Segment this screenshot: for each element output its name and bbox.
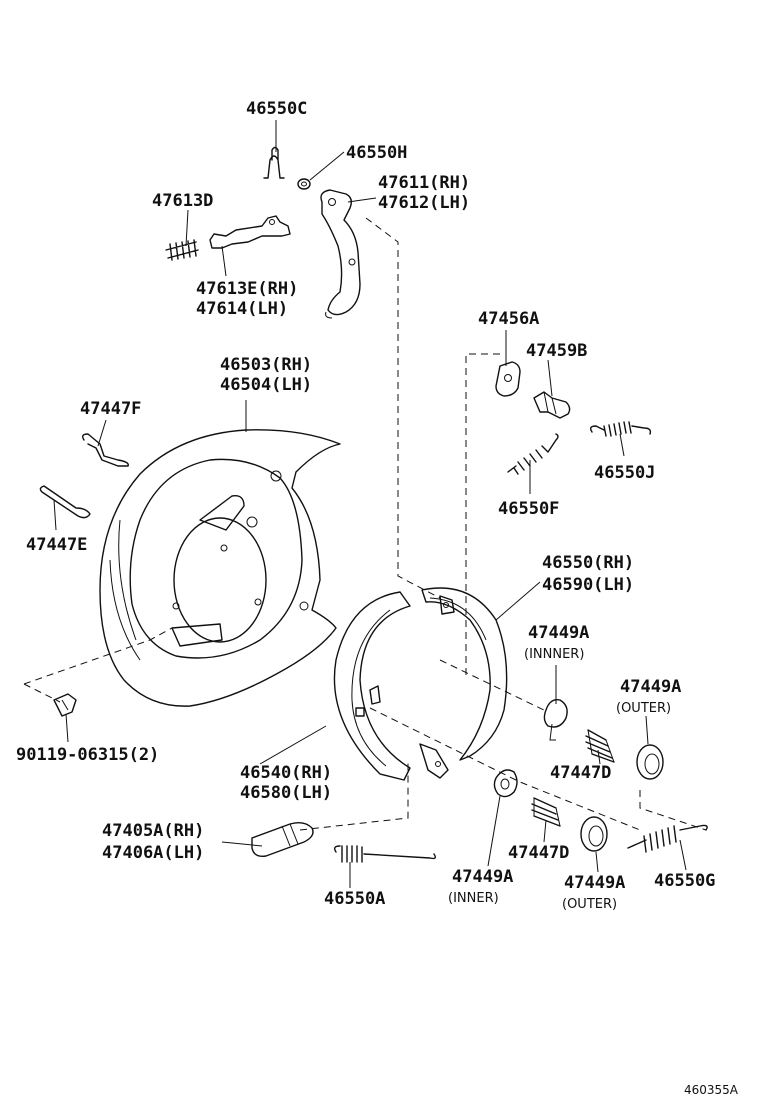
label-47613D: 47613D [152, 191, 213, 211]
part-46550J-spring [589, 421, 652, 437]
label-46590: 46590(LH) [542, 575, 634, 595]
label-46540: 46540(RH) [240, 763, 332, 783]
part-47447D-spring-upper [585, 729, 615, 763]
label-47449A-inner-1-sub: (INNNER) [524, 647, 584, 662]
part-47449A-inner-cup-upper [543, 699, 568, 741]
label-46550: 46550(RH) [542, 553, 634, 573]
part-46550A-spring [333, 845, 437, 863]
part-47456A-plate [495, 361, 521, 397]
dashed-assembly-lines [23, 217, 707, 831]
part-46550F-spring [507, 433, 559, 475]
label-47447E: 47447E [26, 535, 87, 555]
label-47611: 47611(RH) [378, 173, 470, 193]
label-47449A-outer-1-sub: (OUTER) [616, 701, 671, 716]
label-47449A-outer-2-sub: (OUTER) [562, 897, 617, 912]
label-47456A: 47456A [478, 309, 539, 329]
label-47449A-outer-1: 47449A [620, 677, 681, 697]
label-47447D-2: 47447D [508, 843, 569, 863]
part-46550-brake-shoe [421, 587, 508, 761]
label-47614: 47614(LH) [196, 299, 288, 319]
part-47449A-outer-ring-lower [580, 816, 608, 852]
label-47405A: 47405A(RH) [102, 821, 204, 841]
label-46550F: 46550F [498, 499, 559, 519]
part-47613E-adjuster-lever [209, 215, 291, 249]
label-47406A: 47406A(LH) [102, 843, 204, 863]
part-46550H-washer [297, 178, 311, 190]
part-47613D-adjuster-spring [165, 239, 199, 261]
label-47449A-inner-2: 47449A [452, 867, 513, 887]
part-47449A-inner-cup-lower [493, 769, 518, 798]
label-47612: 47612(LH) [378, 193, 470, 213]
part-47449A-outer-ring-upper [636, 744, 664, 780]
part-47447D-spring-lower [531, 797, 561, 827]
label-46550G: 46550G [654, 871, 715, 891]
label-47449A-inner-1: 47449A [528, 623, 589, 643]
part-47447F-pin [81, 433, 129, 467]
part-46550C-clip [263, 146, 285, 179]
part-46540-brake-shoe [333, 591, 449, 781]
label-47613E: 47613E(RH) [196, 279, 298, 299]
label-46580: 46580(LH) [240, 783, 332, 803]
label-47447D-1: 47447D [550, 763, 611, 783]
leader-lines [53, 120, 687, 888]
label-46503: 46503(RH) [220, 355, 312, 375]
part-47405A-adjuster-bolt [251, 821, 314, 858]
drawing-code: 460355A [684, 1083, 739, 1097]
label-46550J: 46550J [594, 463, 655, 483]
part-labels: 46550C 46550H 47611(RH) 47612(LH) 47613D… [16, 99, 739, 1097]
label-47447F: 47447F [80, 399, 141, 419]
part-47447E-pin [39, 485, 91, 519]
label-46550A: 46550A [324, 889, 385, 909]
part-46503-backing-plate [99, 429, 341, 707]
label-46504: 46504(LH) [220, 375, 312, 395]
part-90119-bolt [53, 693, 77, 717]
label-47449A-inner-2-sub: (INNER) [448, 891, 499, 906]
label-46550C: 46550C [246, 99, 307, 119]
part-46550G-spring [627, 824, 708, 853]
label-47449A-outer-2: 47449A [564, 873, 625, 893]
label-46550H: 46550H [346, 143, 407, 163]
label-47459B: 47459B [526, 341, 587, 361]
label-90119: 90119-06315(2) [16, 745, 159, 765]
part-47611-parking-lever [320, 189, 361, 319]
part-47459B-pin [533, 391, 571, 419]
